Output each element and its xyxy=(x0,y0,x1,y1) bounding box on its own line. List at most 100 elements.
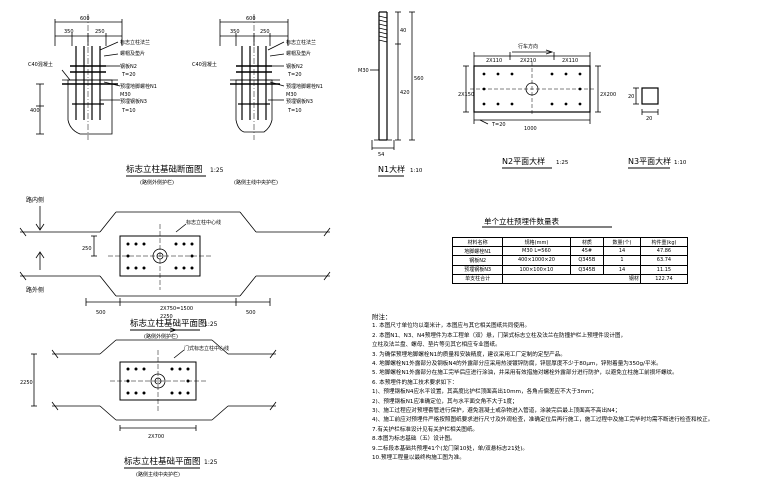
n2-scale: 1:25 xyxy=(556,160,569,166)
notes-block: 附注： 1. 本图尺寸单位均以毫米计，本图应与其它相关图纸共同使用。 2. 本图… xyxy=(372,313,713,464)
plan-2-dim-2250: 2250 xyxy=(20,380,33,386)
n2-direction: 行车方向 xyxy=(518,43,538,50)
concrete-label: C40混凝土 xyxy=(28,61,53,68)
table-header: 规格(mm) xyxy=(502,236,571,248)
anchor-n1-label: 预埋地脚螺栓N1 xyxy=(120,83,157,90)
n2-dim-2x200: 2X200 xyxy=(600,92,616,98)
table-cell: 1 xyxy=(603,255,641,266)
table-cell: 地脚螺栓N1 xyxy=(451,246,504,257)
table-row: 钢板N2 400×1000×20 Q345B 1 63.74 xyxy=(451,255,689,266)
n1-dim-54: 54 xyxy=(378,152,384,158)
n1-m30: M30 xyxy=(358,68,369,74)
door-center-label: 门式标志立柱中心线 xyxy=(184,345,229,352)
concrete-label-b: C40混凝土 xyxy=(192,61,217,68)
table-cell: 47.86 xyxy=(639,246,689,257)
note-line: 9.二标段本基础共预埋41个(龙门架10处，单/双悬标志21处)。 xyxy=(372,445,529,452)
plan-2-dim-2x700: 2X700 xyxy=(148,434,164,440)
table-cell: 63.74 xyxy=(639,255,689,266)
dim-250: 250 xyxy=(95,29,105,35)
table-total-row: 单支柱合计 钢材 122.74 xyxy=(451,273,689,284)
note-line: 1)、预埋钢板N4应水平设置，其高度比护栏顶面高出10mm，各角点偏差应不大于3… xyxy=(372,389,597,396)
n1-scale: 1:10 xyxy=(410,168,423,174)
plan-2-subtitle: (路侧主线中央护栏) xyxy=(136,471,180,478)
anchor-n1-label-b: 预埋地脚螺栓N1 xyxy=(286,83,323,90)
center-line-label: 标志立柱中心线 xyxy=(186,219,221,226)
n2-dim-2x210: 2X210 xyxy=(520,58,536,64)
note-line: 4)、施工前应对预埋件严格按照图纸要求进行尺寸及外观检查，准确定位后再行施工，施… xyxy=(372,417,714,424)
plan-1-dim-500-a: 500 xyxy=(96,310,106,316)
table-header: 材料名称 xyxy=(451,236,504,248)
n1-title: N1大样 xyxy=(378,164,405,174)
plan-1-bolts xyxy=(126,242,194,270)
note-line: 2. 本图N1、N3、N4预埋件为本工程单（双）悬，门架式标志立柱及法兰在防撞护… xyxy=(372,332,627,339)
plate-n2-label: 钢板N2 xyxy=(120,63,137,70)
plate-n3-label-b: 预埋钢板N3 xyxy=(286,98,313,105)
n1-dim-40: 40 xyxy=(400,28,406,34)
t20-label: T=20 xyxy=(121,72,136,78)
section-1-scale: 1:25 xyxy=(210,167,224,174)
note-line: 5. 地脚螺栓N1外露部分在施工完毕后应进行涂油，并采用有效措施对螺栓外露部分进… xyxy=(372,370,678,377)
n1-detail xyxy=(370,11,415,150)
n3-title: N3平面大样 xyxy=(628,156,671,166)
note-line: 8.本图为标志基础（五）设计图。 xyxy=(372,436,456,443)
note-line: 3)、施工过程应对预埋套管进行保护，避免混凝土或杂物进入管道，涂装完后最上顶面高… xyxy=(372,408,621,415)
plan-2-scale: 1:25 xyxy=(204,459,218,466)
foundation-plan-2 xyxy=(31,327,277,431)
mark-column-label: 标志立柱法兰 xyxy=(120,39,150,46)
note-line: 立柱及法兰盘、螺母、垫片等见其它相应专业图纸。 xyxy=(372,342,501,349)
table-row: 地脚螺栓N1 M30 L=560 45# 14 47.86 xyxy=(451,246,689,257)
n2-plan-detail xyxy=(463,49,601,125)
t10-label: T=10 xyxy=(121,108,136,114)
n3-scale: 1:10 xyxy=(674,160,687,166)
foundation-plan-1 xyxy=(19,206,331,306)
n3-dim-20: 20 xyxy=(628,94,634,100)
dim-600: 600 xyxy=(80,16,90,22)
table-total-material: 钢材 xyxy=(502,273,641,284)
note-line: 7.有关护栏标准设计见有关护栏相关图纸。 xyxy=(372,426,479,433)
table-cell: 14 xyxy=(603,264,641,275)
table-title: 单个立柱预埋件数量表 xyxy=(484,216,559,226)
table-cell: Q345B xyxy=(569,264,605,275)
m30-label-b: M30 xyxy=(286,92,297,98)
n2-dim-2x110-a: 2X110 xyxy=(486,58,502,64)
notes-heading: 附注： xyxy=(372,313,392,321)
n2-bolt-holes xyxy=(482,72,582,106)
section-1-subtitle: (路侧外侧护栏) xyxy=(140,179,174,186)
table-header: 构件重(kg) xyxy=(639,236,689,248)
n2-title: N2平面大样 xyxy=(502,156,545,166)
note-line: 2)、预埋钢板N1应准确定位，其与水平面交角不大于1度； xyxy=(372,398,518,405)
n2-dim-2x150: 2X150 xyxy=(458,92,474,98)
plan-1-dim-2x750: 2X750=1500 xyxy=(160,306,193,312)
outside-label: 路外侧 xyxy=(26,286,44,294)
table-header-row: 材料名称 规格(mm) 材质 数量(个) 构件重(kg) xyxy=(451,236,689,248)
table-cell: 11.15 xyxy=(639,264,689,275)
nut-label: 螺帽及垫片 xyxy=(120,50,145,57)
dim-350: 350 xyxy=(64,29,74,35)
t20-label-b: T=20 xyxy=(287,72,302,78)
dim-250-b: 250 xyxy=(260,29,270,35)
note-line: 4. 地脚螺栓N1外露部分及钢板N4的外露部分应采用热浸镀锌防腐，锌层厚度不少于… xyxy=(372,361,662,368)
n2-dim-2x110-b: 2X110 xyxy=(562,58,578,64)
plan-2-bolts xyxy=(126,367,190,395)
n2-dim-1000: 1000 xyxy=(524,126,537,132)
section-2-subtitle: (路侧主线中央护栏) xyxy=(234,179,278,186)
table-cell: 预埋钢板N3 xyxy=(451,264,504,275)
plan-1-title: 标志立柱基础平面图 xyxy=(130,318,207,329)
plate-n2-label-b: 钢板N2 xyxy=(286,63,303,70)
t10-label-b: T=10 xyxy=(287,108,302,114)
table-cell: Q345B xyxy=(569,255,605,266)
table-total-label: 单支柱合计 xyxy=(451,273,504,284)
table-header: 数量(个) xyxy=(603,236,641,248)
plan-1-dim-2250: 2250 xyxy=(160,314,173,320)
section-1-title: 标志立柱基础断面图 xyxy=(126,164,203,175)
table-cell: 14 xyxy=(603,246,641,257)
column-section-2 xyxy=(219,14,289,140)
dim-600-b: 600 xyxy=(246,16,256,22)
nut-label-b: 螺帽及垫片 xyxy=(286,50,311,57)
quantity-table: 材料名称 规格(mm) 材质 数量(个) 构件重(kg) 地脚螺栓N1 M30 … xyxy=(451,236,689,284)
mark-column-label-b: 标志立柱法兰 xyxy=(286,39,316,46)
note-line: 10.预埋工程量以最终构施工图为准。 xyxy=(372,455,465,462)
table-total-value: 122.74 xyxy=(639,273,689,284)
inside-label: 路内侧 xyxy=(26,196,44,204)
